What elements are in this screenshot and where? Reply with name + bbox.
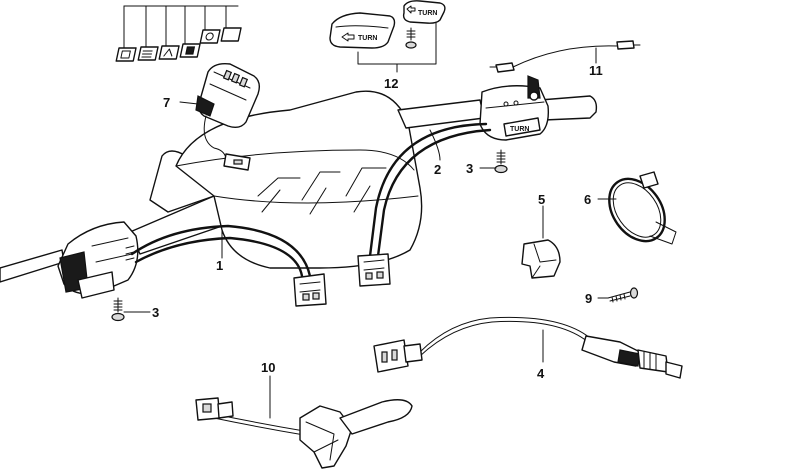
small-screw [607,287,639,303]
callout-7: 7 [163,95,170,110]
brake-switch-cable [373,316,683,379]
right-switch-label: TURN [510,126,529,133]
leader-7 [179,101,199,105]
turn-cap-large-label: TURN [358,35,377,42]
indicator-symbol-set [115,5,242,62]
right-switch-screw [494,149,508,174]
leader-2 [429,129,441,161]
wiring-harness [130,122,492,278]
callout-3-left: 3 [152,305,159,320]
switch-module [195,62,261,129]
callout-1: 1 [216,258,223,273]
turn-cap-small: TURN [402,0,446,24]
switch-module-cable [203,115,251,171]
callout-5: 5 [538,192,545,207]
right-switch-assembly: TURN [479,75,550,141]
callout-11: 11 [589,63,603,78]
callout-10: 10 [261,360,275,375]
callout-2: 2 [434,162,441,177]
callout-4: 4 [537,366,545,381]
handlebar [0,90,598,283]
harness-connector-left [293,273,327,307]
cap-screw [405,27,417,49]
hose-clamp [608,171,677,245]
harness-connector-right [357,253,391,287]
left-switch-screw [111,297,125,322]
callout-9: 9 [585,291,592,306]
cable-clip [521,239,561,279]
turn-cap-set: TURN [329,12,396,49]
callout-12: 12 [384,76,398,91]
callout-3-right: 3 [466,161,473,176]
sensor-bracket-assembly [195,397,413,469]
small-cable [489,40,641,73]
turn-cap-small-label: TURN [418,10,437,17]
callout-6: 6 [584,192,591,207]
left-switch-assembly [57,221,139,299]
